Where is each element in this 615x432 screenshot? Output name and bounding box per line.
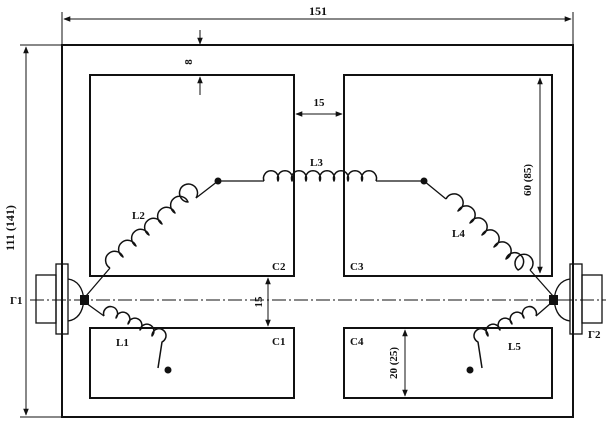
top-gap-dimension: 8 <box>183 30 203 95</box>
terminal-l5 <box>466 366 474 374</box>
top-plate-height-dimension: 60 (85) <box>522 77 543 274</box>
connector-g2 <box>549 263 603 335</box>
terminal-l1 <box>164 366 172 374</box>
plate-gap-vertical-dimension: 15 <box>253 277 271 327</box>
bottom-plate-height-dimension: 20 (25) <box>388 329 408 397</box>
top-gap-label: 8 <box>183 59 195 65</box>
plate-gap-horizontal-label: 15 <box>314 97 326 109</box>
coil-l3 <box>262 170 378 182</box>
overall-width-label: 151 <box>309 4 327 18</box>
label-g1: Г1 <box>10 295 23 307</box>
plate-c4 <box>343 327 553 399</box>
top-plate-height-label: 60 (85) <box>522 164 534 196</box>
wiring <box>85 180 554 317</box>
plate-c3 <box>343 74 553 277</box>
node-left <box>214 177 222 185</box>
label-c3: C3 <box>350 261 364 273</box>
label-l1: L1 <box>116 337 129 349</box>
label-c4: C4 <box>350 336 364 348</box>
node-right <box>420 177 428 185</box>
plate-gap-vertical-label: 15 <box>253 296 265 308</box>
coil-l4 <box>445 193 534 271</box>
board-outline <box>61 44 574 418</box>
connector-g1 <box>35 263 89 335</box>
coil-l2 <box>104 183 199 269</box>
label-l5: L5 <box>508 341 521 353</box>
plate-gap-horizontal-dimension: 15 <box>295 97 343 117</box>
label-c2: C2 <box>272 261 286 273</box>
label-l3: L3 <box>310 157 323 169</box>
label-g2: Г2 <box>588 329 601 341</box>
overall-width-dimension: 151 <box>61 4 574 44</box>
label-l4: L4 <box>452 228 465 240</box>
coil-l5 <box>473 305 538 369</box>
overall-height-dimension: 111 (141) <box>3 44 61 418</box>
plate-c1 <box>89 327 295 399</box>
coil-l1 <box>102 305 167 369</box>
overall-height-label: 111 (141) <box>3 205 17 251</box>
label-c1: C1 <box>272 336 285 348</box>
plate-c2 <box>89 74 295 277</box>
label-l2: L2 <box>132 210 145 222</box>
bottom-plate-height-label: 20 (25) <box>388 347 400 379</box>
